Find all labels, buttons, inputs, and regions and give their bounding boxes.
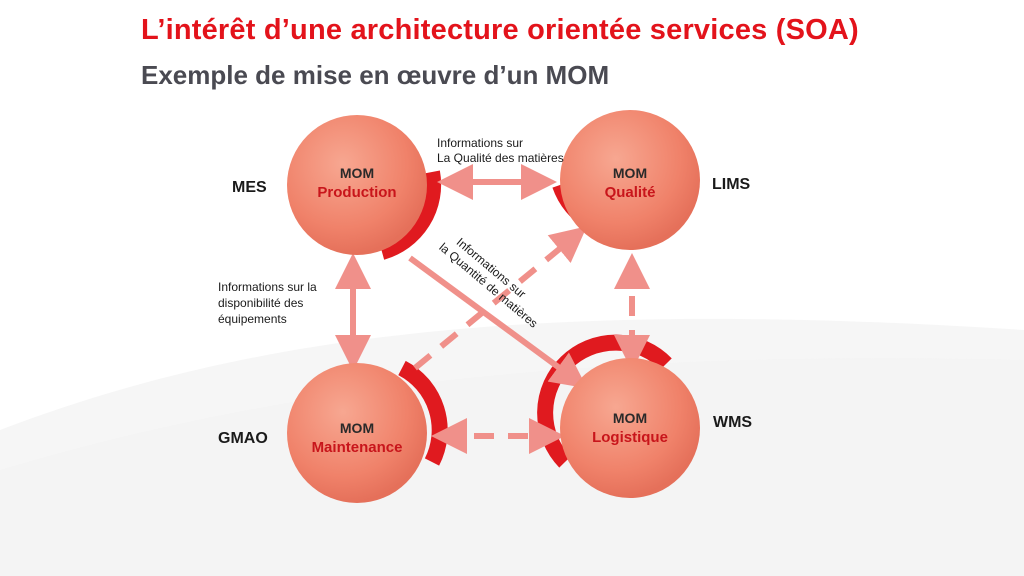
node-production[interactable]: MOM Production bbox=[287, 115, 427, 255]
system-label-wms: WMS bbox=[713, 414, 752, 431]
node-maintenance-circle[interactable] bbox=[287, 363, 427, 503]
arrow-maintenance-qualite bbox=[413, 226, 587, 371]
node-production-circle[interactable] bbox=[287, 115, 427, 255]
system-label-mes: MES bbox=[232, 179, 267, 196]
slide-subtitle: Exemple de mise en œuvre d’un MOM bbox=[141, 60, 610, 90]
node-logistique-label2: Logistique bbox=[592, 429, 668, 446]
annotation-dispo-line3: équipements bbox=[218, 312, 287, 326]
node-qualite-label1: MOM bbox=[613, 165, 647, 181]
system-label-gmao: GMAO bbox=[218, 430, 268, 447]
node-qualite-circle[interactable] bbox=[560, 110, 700, 250]
system-label-lims: LIMS bbox=[712, 176, 751, 193]
node-qualite-label2: Qualité bbox=[605, 184, 656, 201]
node-logistique[interactable]: MOM Logistique bbox=[560, 358, 700, 498]
ring-production bbox=[379, 170, 442, 260]
background-swoosh-inner bbox=[0, 358, 1024, 576]
annotation-disponibilite: Informations sur la disponibilité des éq… bbox=[218, 280, 317, 326]
node-maintenance-label2: Maintenance bbox=[312, 439, 403, 456]
arrow-production-logistique bbox=[408, 255, 588, 389]
node-logistique-circle[interactable] bbox=[560, 358, 700, 498]
node-logistique-label1: MOM bbox=[613, 410, 647, 426]
annotation-dispo-line2: disponibilité des bbox=[218, 296, 303, 310]
annotation-quantite: Informations sur la Quantité de matières bbox=[436, 235, 540, 331]
node-production-label2: Production bbox=[317, 184, 396, 201]
annotation-qualite: Informations sur La Qualité des matières bbox=[437, 136, 564, 165]
annotation-qualite-line1: Informations sur bbox=[437, 136, 523, 150]
annotation-dispo-line1: Informations sur la bbox=[218, 280, 317, 294]
node-qualite[interactable]: MOM Qualité bbox=[560, 110, 700, 250]
node-production-label1: MOM bbox=[340, 165, 374, 181]
annotation-qualite-line2: La Qualité des matières bbox=[437, 151, 564, 165]
slide-title: L’intérêt d’une architecture orientée se… bbox=[141, 14, 859, 46]
node-maintenance-label1: MOM bbox=[340, 420, 374, 436]
arrows bbox=[335, 164, 650, 454]
node-maintenance[interactable]: MOM Maintenance bbox=[287, 363, 427, 503]
